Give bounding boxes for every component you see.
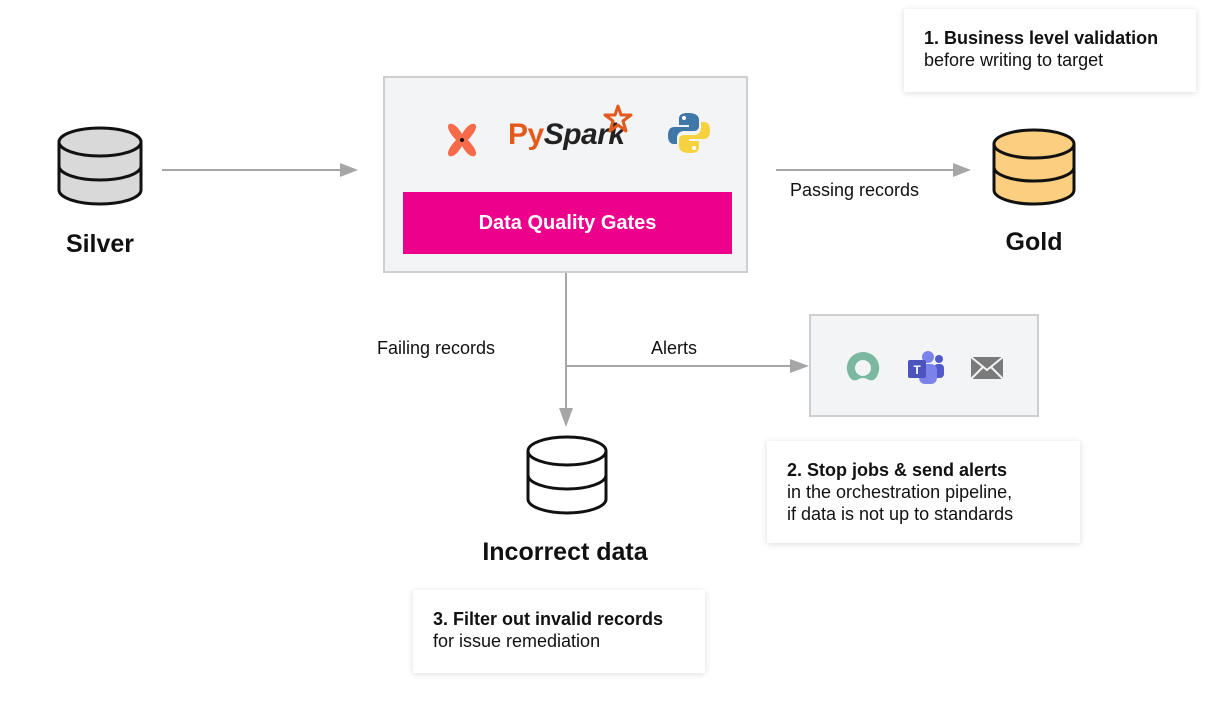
incorrect-data-label: Incorrect data: [482, 538, 648, 566]
alerts-label: Alerts: [651, 338, 698, 358]
silver-database-icon: [57, 126, 143, 206]
data-quality-gates-button[interactable]: Data Quality Gates: [403, 192, 732, 254]
note-line: if data is not up to standards: [787, 504, 1014, 524]
failing-records-label: Failing records: [377, 338, 496, 358]
arrow-alerts: [566, 359, 809, 373]
arrow-gates-to-incorrect: [559, 273, 573, 427]
note-filter-invalid: 3. Filter out invalid records for issue …: [413, 590, 705, 673]
note-title: 2. Stop jobs & send alerts: [787, 460, 1008, 480]
note-business-validation: 1. Business level validation before writ…: [904, 9, 1196, 92]
teams-icon: T: [908, 351, 944, 384]
note-line: in the orchestration pipeline,: [787, 482, 1013, 502]
passing-records-label: Passing records: [790, 180, 920, 200]
note-stop-jobs: 2. Stop jobs & send alerts in the orches…: [767, 441, 1080, 543]
pyspark-logo-icon: PySpark: [508, 104, 638, 158]
note-line: for issue remediation: [433, 631, 601, 651]
note-title: 1. Business level validation: [924, 28, 1159, 48]
gold-label: Gold: [1005, 228, 1063, 256]
note-title: 3. Filter out invalid records: [433, 609, 664, 629]
python-logo-icon: [668, 113, 710, 153]
email-icon: [970, 356, 1004, 380]
pyspark-py-text: Py: [508, 118, 544, 151]
dqx-logo-icon: [447, 123, 477, 157]
arrow-gates-to-gold: [776, 163, 971, 177]
gold-database-icon: [992, 128, 1076, 206]
incorrect-database-icon: [526, 435, 608, 515]
chat-ring-icon: [846, 351, 880, 381]
spark-star-icon: [603, 104, 633, 133]
silver-label: Silver: [65, 230, 135, 258]
arrow-silver-to-gates: [162, 163, 358, 177]
note-line: before writing to target: [924, 50, 1104, 70]
svg-text:T: T: [913, 363, 921, 377]
